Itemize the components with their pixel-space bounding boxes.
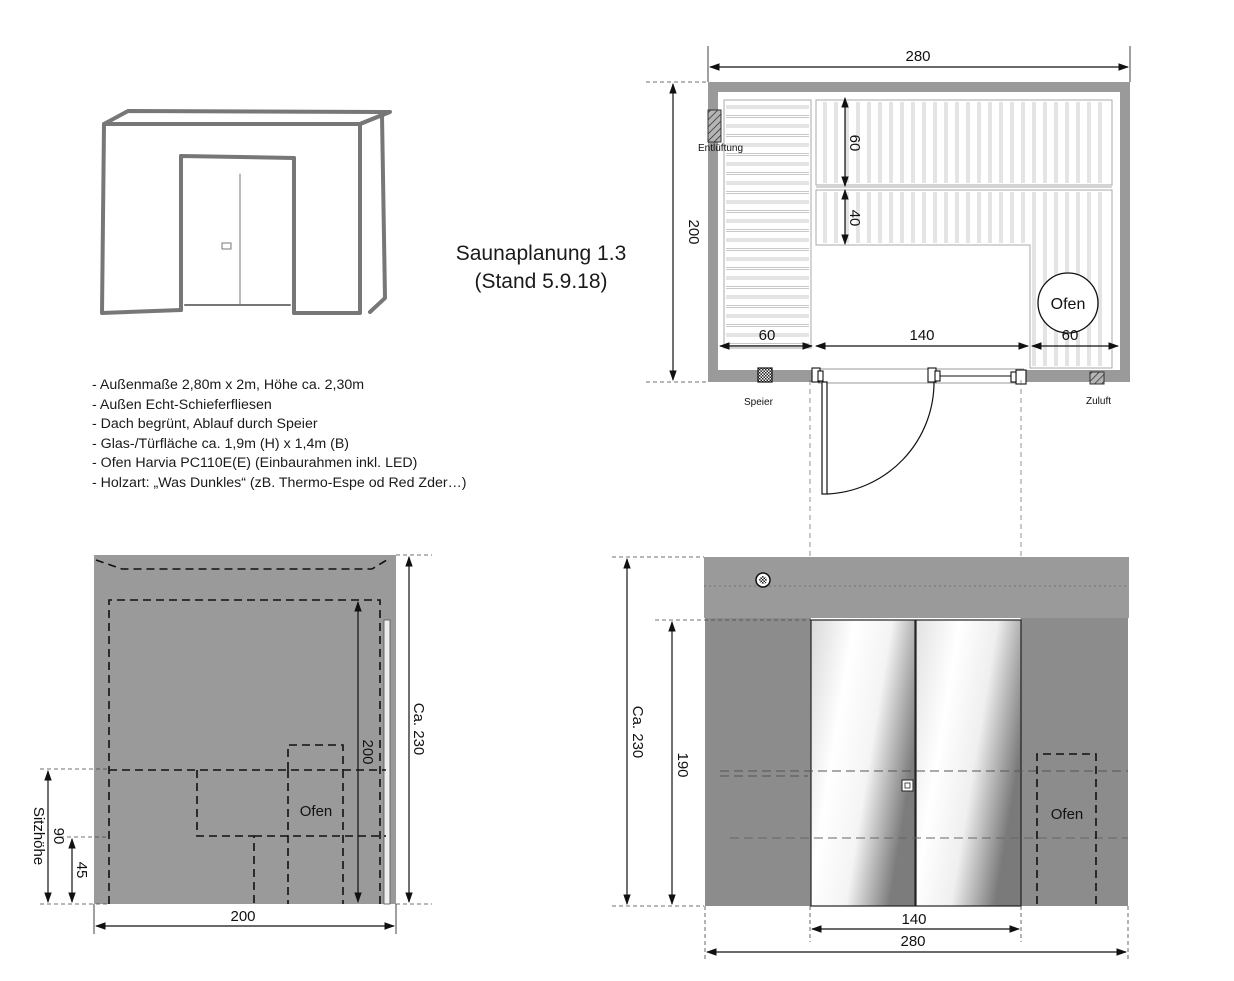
perspective-sketch: [100, 109, 392, 315]
spout-front: [755, 572, 771, 588]
note-item: - Außen Echt-Schieferfliesen: [92, 396, 272, 413]
dim-bench-upper-60: 60: [841, 96, 863, 188]
dim-depth-200: 200: [646, 81, 708, 383]
title-line-1: Saunaplanung 1.3: [455, 242, 627, 265]
svg-text:60: 60: [759, 327, 776, 344]
spout-label: Speier: [744, 397, 774, 408]
svg-text:Ca. 230: Ca. 230: [410, 703, 427, 756]
spout-marker: [757, 367, 773, 383]
bench-upper: [815, 99, 1113, 186]
svg-text:140: 140: [909, 327, 934, 344]
dim-row-bottom: 60 140 60: [718, 327, 1120, 350]
svg-text:280: 280: [900, 933, 925, 950]
glass-door-left: [810, 619, 916, 907]
dim-bench-lower-40: 40: [841, 188, 863, 246]
side-view-wall: [94, 555, 396, 904]
svg-text:200: 200: [230, 908, 255, 925]
front-view-wall-left: [705, 618, 811, 906]
svg-text:45: 45: [73, 862, 90, 879]
glass-door-right: [915, 619, 1022, 907]
svg-text:40: 40: [846, 210, 863, 227]
vent-label: Entlüftung: [698, 143, 743, 154]
floor-plan-oven-label: Ofen: [1051, 296, 1086, 313]
svg-text:190: 190: [674, 752, 691, 777]
front-view-wall-right: [1021, 618, 1128, 906]
note-item: - Ofen Harvia PC110E(E) (Einbaurahmen in…: [92, 455, 418, 471]
side-view: Ofen 200 Ca. 230 200 Sitzhöhe 90 45: [30, 554, 432, 934]
floor-plan: Ofen Entlüftung Speier Zuluft: [646, 46, 1131, 495]
dim-width-280: 280: [707, 46, 1131, 82]
note-item: - Glas-/Türfläche ca. 1,9m (H) x 1,4m (B…: [92, 435, 350, 452]
svg-text:60: 60: [846, 135, 863, 152]
front-view: Ofen Ca. 230 190 140 280: [612, 556, 1129, 960]
floor-plan-oven: Ofen: [1037, 272, 1099, 334]
inlet-label: Zuluft: [1086, 396, 1111, 407]
svg-text:Ca. 230: Ca. 230: [629, 706, 646, 759]
svg-text:200: 200: [359, 739, 376, 764]
svg-text:Sitzhöhe: Sitzhöhe: [30, 807, 47, 865]
vent-hatch: [707, 109, 722, 143]
dim-width-label: 280: [905, 48, 930, 65]
note-item: - Außenmaße 2,80m x 2m, Höhe ca. 2,30m: [92, 377, 365, 393]
svg-text:60: 60: [1062, 327, 1079, 344]
spec-notes: - Außenmaße 2,80m x 2m, Höhe ca. 2,30m -…: [92, 376, 467, 493]
door-fittings: [811, 367, 1027, 385]
side-view-oven-label: Ofen: [300, 803, 333, 820]
bench-left: [723, 99, 812, 349]
dim-depth-label: 200: [685, 219, 702, 244]
note-item: - Dach begrünt, Ablauf durch Speier: [92, 416, 318, 432]
svg-text:140: 140: [901, 911, 926, 928]
glass-doors: [810, 619, 1022, 907]
inlet-hatch: [1089, 371, 1105, 385]
front-view-oven-label: Ofen: [1051, 806, 1084, 823]
svg-text:90: 90: [50, 828, 67, 845]
note-item: - Holzart: „Was Dunkles“ (zB. Thermo-Esp…: [92, 474, 467, 491]
door-swing: [821, 381, 935, 495]
title-line-2: (Stand 5.9.18): [474, 270, 608, 293]
front-view-roof: [704, 557, 1129, 618]
drawing-title: Saunaplanung 1.3 (Stand 5.9.18): [430, 240, 652, 296]
